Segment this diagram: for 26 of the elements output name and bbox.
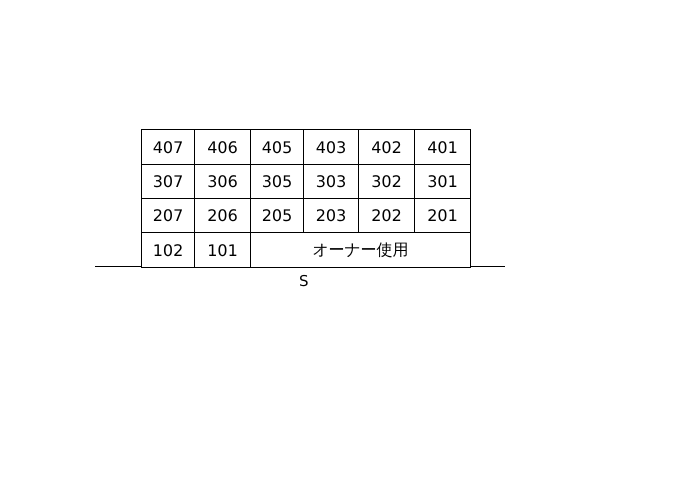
room-number: 102 [152,240,184,260]
room-number: 206 [207,206,238,225]
room-cell [414,129,471,165]
room-number: 203 [316,206,346,225]
room-number: 306 [207,172,238,191]
room-number: 302 [371,172,402,191]
room-number: 401 [427,138,458,156]
room-number: 301 [427,172,458,191]
room-cell [250,232,471,268]
room-number: 307 [152,172,184,191]
room-number: 405 [262,138,292,156]
room-cell [141,232,195,268]
room-number: オーナー使用 [312,240,408,260]
room-number: 305 [262,172,292,191]
room-number: 101 [207,240,238,260]
room-number: 201 [427,206,458,225]
room-number: 406 [207,138,238,156]
room-number: 303 [316,172,346,191]
room-number: 205 [262,206,292,225]
room-number: 207 [152,206,184,225]
room-number: 402 [371,138,402,156]
room-cell [141,129,195,165]
room-number: 407 [152,138,184,156]
room-number: 403 [316,138,346,156]
direction-label: S [299,272,309,290]
room-number: 202 [371,206,402,225]
